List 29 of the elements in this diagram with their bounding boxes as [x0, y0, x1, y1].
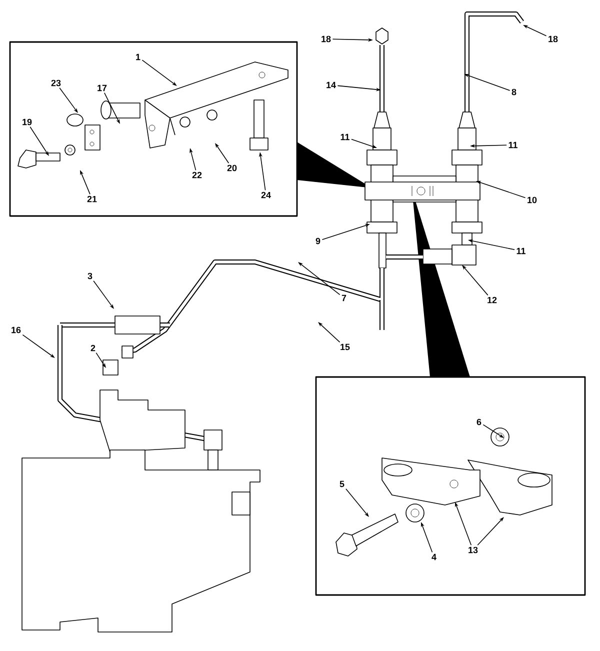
callout-number: 6: [476, 418, 482, 426]
callout-number: 2: [90, 344, 96, 352]
callout-number: 7: [342, 294, 346, 302]
callout-number: 16: [12, 326, 21, 334]
callout-number: 13: [468, 546, 478, 554]
callout-number: 18: [322, 36, 331, 42]
callout-number: 8: [512, 88, 516, 96]
leader-line: [318, 322, 340, 343]
leader-line: [477, 517, 504, 546]
callout-number: 11: [508, 142, 518, 148]
callout-number: 14: [326, 82, 336, 88]
callout-number: 3: [88, 272, 92, 280]
callout-number: 18: [548, 36, 558, 42]
callout-number: 9: [316, 238, 320, 244]
callout-number: 24: [261, 192, 271, 198]
callout-number: 19: [22, 118, 32, 126]
callout-number: 11: [340, 134, 350, 140]
callout-number: 15: [340, 344, 350, 350]
callout-number: 23: [51, 80, 61, 86]
callout-number: 1: [136, 54, 140, 60]
callout-number: 5: [340, 480, 344, 488]
callout-number: 4: [432, 554, 436, 560]
callout-number: 21: [87, 196, 97, 202]
callout-number: 11: [516, 248, 526, 254]
callout-number: 12: [488, 296, 497, 304]
callout-number: 22: [192, 172, 202, 178]
callout-number: 17: [98, 84, 107, 92]
callout-number: 10: [528, 196, 537, 204]
callout-number: 20: [227, 164, 237, 172]
